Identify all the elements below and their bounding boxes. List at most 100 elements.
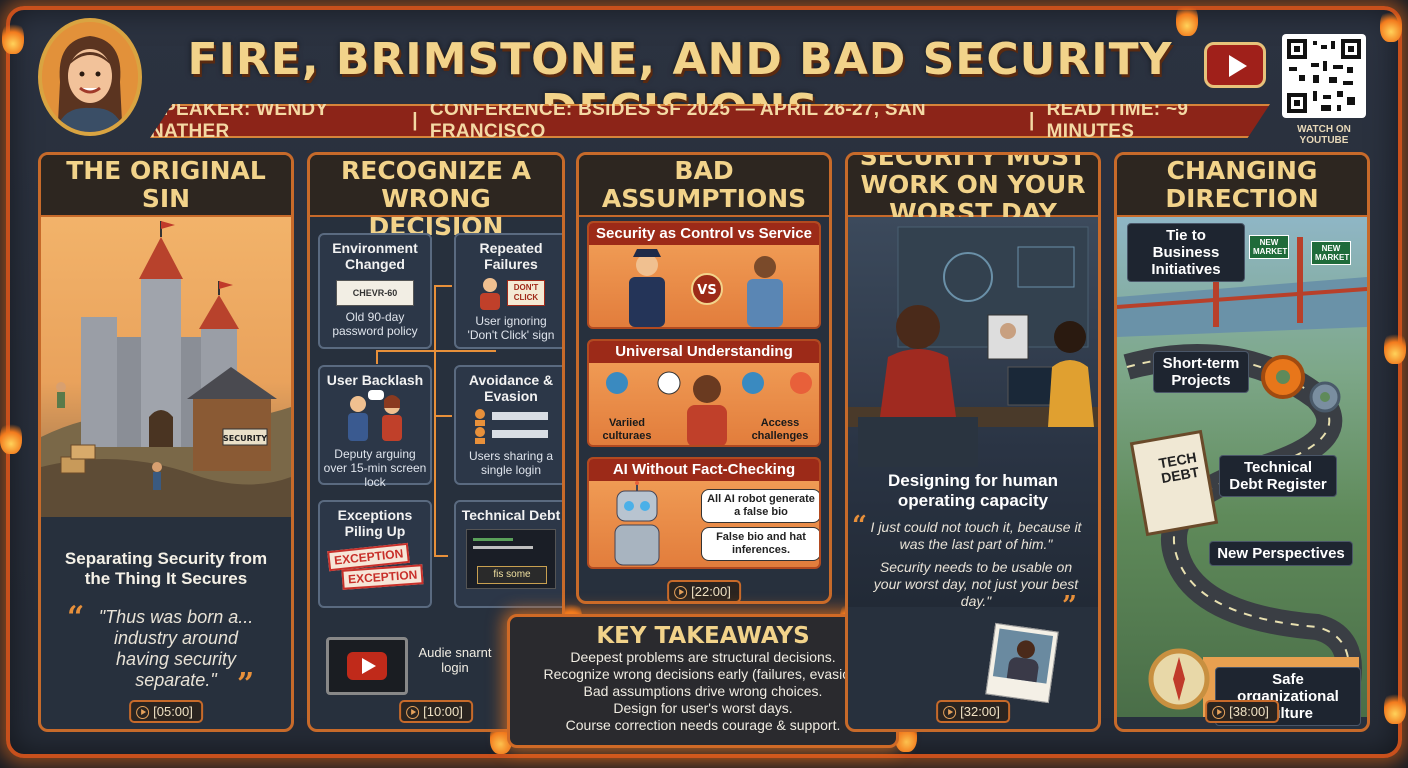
label-short-term-projects: Short-term Projects <box>1153 351 1249 393</box>
takeaways-title: KEY TAKEAWAYS <box>596 623 810 649</box>
card-exceptions-piling-up: Exceptions Piling Up EXCEPTION EXCEPTION <box>318 500 432 608</box>
conference-text: CONFERENCE: BSIDES SF 2025 — APRIL 26-27… <box>429 99 926 142</box>
panel-title: AI Without Fact-Checking <box>589 459 819 481</box>
qr-label: WATCH ON YOUTUBE <box>1297 124 1351 146</box>
panel-title: Security as Control vs Service <box>589 223 819 245</box>
photo-polaroid <box>985 622 1059 704</box>
play-icon <box>1229 55 1247 77</box>
dont-click-sign: DON'T CLICK <box>507 280 545 306</box>
card-repeated-failures: Repeated Failures DON'T CLICK User ignor… <box>454 233 562 349</box>
card-avoidance-evasion: Avoidance & Evasion Users sharing a sing… <box>454 365 562 485</box>
takeaway-item: Recognize wrong decisions early (failure… <box>543 666 863 682</box>
calendar-icon: CHEVR-60 <box>336 280 414 306</box>
varied-cultures-label: Variied culturaes <box>602 417 652 442</box>
flow-line <box>434 415 452 417</box>
column-original-sin: THE ORIGINAL SIN SECURITY Separating <box>38 152 294 732</box>
flame-icon <box>0 420 22 454</box>
video-caption: Audie snarnt login <box>418 645 492 675</box>
flow-line <box>376 350 496 352</box>
card-technical-debt: Technical Debt fis some <box>454 500 562 608</box>
column-title: SECURITY MUST WORK ON YOUR WORST DAY <box>848 155 1098 227</box>
video-player[interactable] <box>326 637 408 695</box>
speech-bubble: All AI robot generate a false bio <box>701 489 819 523</box>
speaker-avatar <box>38 18 142 136</box>
separator: | <box>1028 110 1035 131</box>
timestamp-link[interactable]: [38:00] <box>1205 700 1279 723</box>
card-environment-changed: Environment Changed CHEVR-60 Old 90-day … <box>318 233 432 349</box>
quote-close-icon: ” <box>237 667 255 702</box>
card-desc: User ignoring 'Don't Click' sign <box>467 314 555 342</box>
label-tie-to-business: Tie to Business Initiatives <box>1127 223 1245 282</box>
timestamp-link[interactable]: [05:00] <box>129 700 203 723</box>
separator: | <box>412 110 418 131</box>
card-desc: Old 90-day password policy <box>332 310 418 338</box>
flow-line <box>434 555 448 557</box>
flame-icon <box>1384 330 1406 364</box>
key-takeaways: KEY TAKEAWAYS Deepest problems are struc… <box>507 614 899 748</box>
column-title: HOW TO RECOGNIZE A WRONG DECISION <box>310 155 562 241</box>
section-subtitle: Separating Security from the Thing It Se… <box>64 549 268 588</box>
code-snippet: fis some <box>477 566 547 584</box>
panel-ai-without-fact-checking: AI Without Fact-Checking All AI robot ge… <box>587 457 821 569</box>
speech-bubble: False bio and hat inferences. <box>701 527 819 561</box>
roadmap-illustration <box>1117 217 1367 717</box>
column-title: CHANGING DIRECTION <box>1117 155 1367 217</box>
timestamp-link[interactable]: [22:00] <box>667 580 741 603</box>
flow-line <box>434 285 452 287</box>
vs-label: VS <box>697 283 716 298</box>
quote-close-icon: ” <box>1062 591 1077 621</box>
road-sign: NEW MARKET <box>1249 235 1289 259</box>
card-title: Avoidance & Evasion <box>468 372 554 404</box>
panel-control-vs-service: Security as Control vs Service VS <box>587 221 821 329</box>
column-worst-day: SECURITY MUST WORK ON YOUR WORST DAY Des… <box>845 152 1101 732</box>
flow-line <box>434 285 436 555</box>
column-changing-direction: CHANGING DIRECTION NEW MARKET NEW MARKET… <box>1114 152 1370 732</box>
shed-sign: SECURITY <box>223 434 267 443</box>
panel-universal-understanding: Universal Understanding Variied culturae… <box>587 339 821 447</box>
column-title: BAD ASSUMPTIONS <box>579 155 829 217</box>
timestamp-link[interactable]: [32:00] <box>936 700 1010 723</box>
castle-illustration: SECURITY <box>41 217 291 517</box>
takeaway-item: Course correction needs courage & suppor… <box>565 717 841 733</box>
card-title: Environment Changed <box>332 240 418 272</box>
exception-stamp: EXCEPTION <box>341 564 424 590</box>
quote-open-icon: “ <box>67 600 85 635</box>
panel-title: Universal Understanding <box>589 341 819 363</box>
quote-text: Security needs to be usable on your wors… <box>873 559 1079 609</box>
quote-open-icon: “ <box>852 511 867 541</box>
flame-icon <box>1176 2 1198 36</box>
card-title: Repeated Failures <box>479 240 543 272</box>
label-new-perspectives: New Perspectives <box>1209 541 1353 566</box>
worst-day-illustration <box>848 217 1098 607</box>
quote-text: I just could not touch it, because it wa… <box>870 519 1082 552</box>
access-challenges-label: Access challenges <box>751 417 809 442</box>
card-title: User Backlash <box>326 372 424 388</box>
flame-icon <box>1380 8 1402 42</box>
label-technical-debt-register: Technical Debt Register <box>1219 455 1337 497</box>
timestamp-link[interactable]: [10:00] <box>399 700 473 723</box>
quote-text: "Thus was born a... industry around havi… <box>98 607 254 690</box>
code-screen-icon: fis some <box>466 529 556 589</box>
column-bad-assumptions: BAD ASSUMPTIONS Security as Control vs S… <box>576 152 832 604</box>
globe-people-icon <box>606 371 812 445</box>
takeaway-item: Bad assumptions drive wrong choices. <box>583 683 823 699</box>
card-desc: Users sharing a single login <box>468 449 554 477</box>
youtube-play-button[interactable] <box>1204 42 1266 88</box>
flow-line <box>376 350 378 364</box>
speaker-text: SPEAKER: WENDY NATHER <box>150 99 329 142</box>
column-title: THE ORIGINAL SIN <box>41 155 291 217</box>
arguing-people-icon <box>348 390 402 441</box>
flame-icon <box>1384 690 1406 724</box>
road-sign: NEW MARKET <box>1311 241 1351 265</box>
takeaway-item: Design for user's worst days. <box>613 700 793 716</box>
card-user-backlash: User Backlash Deputy arguing over 15-min… <box>318 365 432 489</box>
info-banner: SPEAKER: WENDY NATHER | CONFERENCE: BSID… <box>150 104 1270 138</box>
card-title: Technical Debt <box>461 507 561 523</box>
qr-code[interactable] <box>1282 34 1366 118</box>
section-subtitle: Designing for human operating capacity <box>888 471 1058 510</box>
shared-login-icon <box>475 409 548 444</box>
play-icon <box>362 658 376 674</box>
card-desc: Deputy arguing over 15-min screen lock <box>323 447 427 489</box>
takeaway-item: Deepest problems are structural decision… <box>570 649 836 665</box>
flame-icon <box>2 20 24 54</box>
